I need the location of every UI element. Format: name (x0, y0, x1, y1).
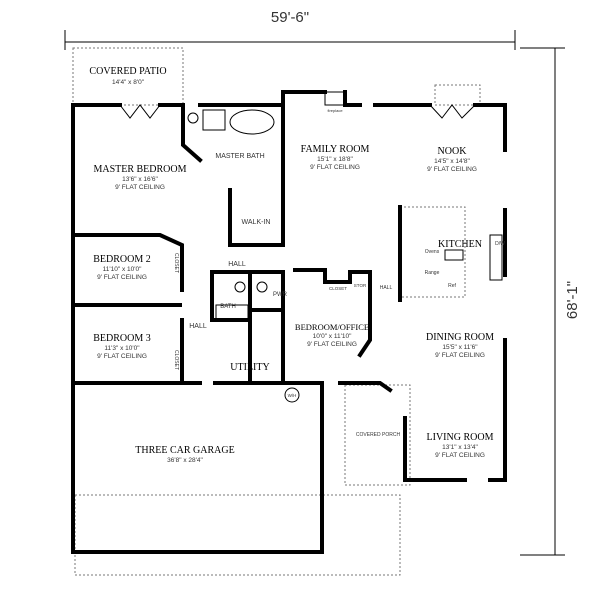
walls (71, 90, 507, 554)
svg-text:CLOSET: CLOSET (173, 253, 179, 273)
fireplace-icon (324, 91, 346, 106)
svg-text:STOR: STOR (354, 283, 367, 288)
svg-text:fireplace: fireplace (327, 108, 343, 113)
svg-text:9' FLAT CEILING: 9' FLAT CEILING (115, 184, 165, 191)
svg-text:9' FLAT CEILING: 9' FLAT CEILING (435, 452, 485, 459)
svg-text:CLOSET: CLOSET (329, 286, 347, 291)
patio-door (119, 104, 161, 119)
utility-label: UTILITY (230, 362, 269, 373)
sink-counter (489, 234, 503, 281)
garage-label: THREE CAR GARAGE (135, 445, 234, 456)
bedroom-3-label: BEDROOM 3 (93, 333, 151, 344)
svg-text:11'10" x 10'0": 11'10" x 10'0" (103, 266, 142, 273)
svg-text:D/W: D/W (495, 241, 505, 247)
bedroom-office-label: BEDROOM/OFFICE (295, 322, 369, 332)
svg-text:Range: Range (425, 270, 440, 276)
fixtures (119, 91, 503, 403)
bathtub-icon (215, 304, 249, 320)
svg-text:10'0" x 11'10": 10'0" x 11'10" (313, 333, 352, 340)
bath-label: BATH (220, 304, 236, 310)
svg-text:9' FLAT CEILING: 9' FLAT CEILING (310, 164, 360, 171)
patio-label: COVERED PATIO (89, 66, 166, 77)
family-room-label: FAMILY ROOM (301, 144, 370, 155)
svg-text:9' FLAT CEILING: 9' FLAT CEILING (97, 353, 147, 360)
kitchen-label: KITCHEN (438, 239, 482, 250)
hall-label: HALL (228, 261, 246, 268)
svg-text:14'5" x 14'8": 14'5" x 14'8" (434, 158, 470, 165)
toilet-icon (256, 281, 268, 293)
hall-label: HALL (380, 285, 393, 291)
svg-text:Ovens: Ovens (425, 249, 440, 255)
svg-text:13'1" x 13'4": 13'1" x 13'4" (442, 444, 478, 451)
toilet-icon (187, 112, 199, 124)
master-bedroom-label: MASTER BEDROOM (93, 164, 186, 175)
svg-text:W/H: W/H (288, 393, 297, 398)
hall-label: HALL (189, 323, 207, 330)
svg-text:36'8" x 28'4": 36'8" x 28'4" (167, 457, 203, 464)
nook-door (429, 104, 476, 119)
pwr-label: PWR (273, 292, 288, 298)
svg-text:11'3" x 10'0": 11'3" x 10'0" (104, 345, 140, 352)
svg-text:13'6" x 16'6": 13'6" x 16'6" (122, 176, 158, 183)
master-bath-label: MASTER BATH (215, 153, 264, 160)
water-heater-icon (284, 387, 300, 403)
svg-text:9' FLAT CEILING: 9' FLAT CEILING (427, 166, 477, 173)
svg-text:15'5" x 11'6": 15'5" x 11'6" (442, 344, 478, 351)
svg-text:Ref: Ref (448, 283, 456, 289)
covered-porch-label: COVERED PORCH (356, 432, 401, 438)
svg-text:9' FLAT CEILING: 9' FLAT CEILING (435, 352, 485, 359)
dining-room-label: DINING ROOM (426, 332, 494, 343)
svg-text:9' FLAT CEILING: 9' FLAT CEILING (97, 274, 147, 281)
nook-label: NOOK (438, 146, 468, 157)
svg-text:14'4" x 8'0": 14'4" x 8'0" (112, 79, 145, 86)
bathtub-icon (229, 109, 275, 135)
dimension-lines: 59'-6" 68'-1" (64, 9, 581, 556)
kitchen-island (444, 249, 464, 261)
shower-icon (202, 109, 226, 131)
living-room-label: LIVING ROOM (427, 432, 494, 443)
overall-depth: 68'-1" (564, 281, 581, 319)
room-labels: COVERED PATIO 14'4" x 8'0" MASTER BEDROO… (89, 66, 505, 464)
svg-text:15'1" x 18'8": 15'1" x 18'8" (317, 156, 353, 163)
walkin-label: WALK-IN (242, 219, 271, 226)
svg-text:CLOSET: CLOSET (173, 350, 179, 370)
svg-text:9' FLAT CEILING: 9' FLAT CEILING (307, 341, 357, 348)
bedroom-2-label: BEDROOM 2 (93, 254, 151, 265)
toilet-icon (234, 281, 246, 293)
overall-width: 59'-6" (271, 9, 309, 26)
